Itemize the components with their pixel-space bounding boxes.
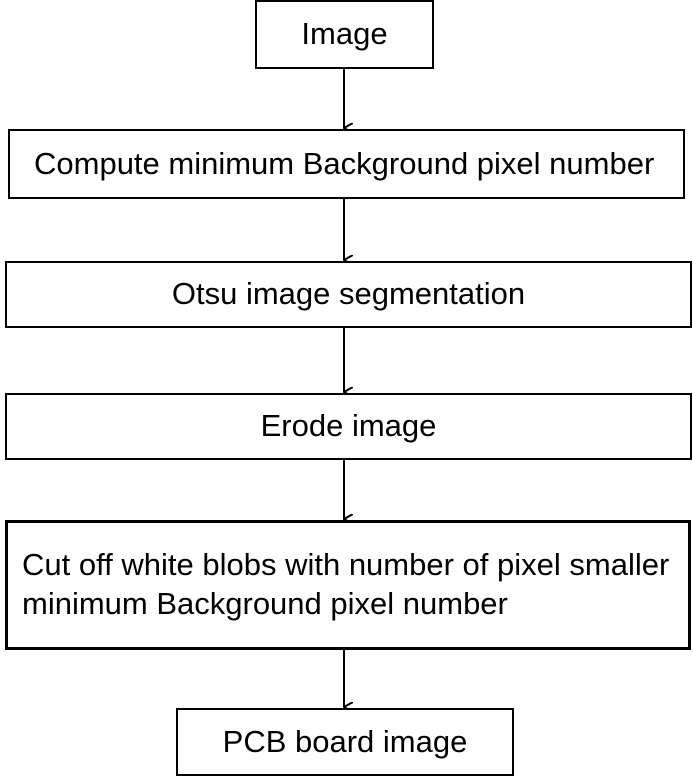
step-cut-off-blobs-line2: minimum Background pixel number [22,586,508,621]
step-image-label: Image [301,16,388,52]
step-compute-min-background: Compute minimum Background pixel number [8,129,685,199]
step-compute-min-background-label: Compute minimum Background pixel number [34,145,655,181]
step-image: Image [255,0,434,69]
step-cut-off-blobs: Cut off white blobs with number of pixel… [5,520,691,650]
step-otsu-segmentation: Otsu image segmentation [5,261,692,328]
step-cut-off-blobs-line1: Cut off white blobs with number of pixel… [22,547,670,583]
step-otsu-segmentation-label: Otsu image segmentation [171,276,526,312]
step-pcb-board-image: PCB board image [176,708,514,776]
step-erode-image-label: Erode image [260,408,437,444]
step-erode-image: Erode image [5,393,692,460]
step-pcb-board-image-label: PCB board image [222,723,468,759]
